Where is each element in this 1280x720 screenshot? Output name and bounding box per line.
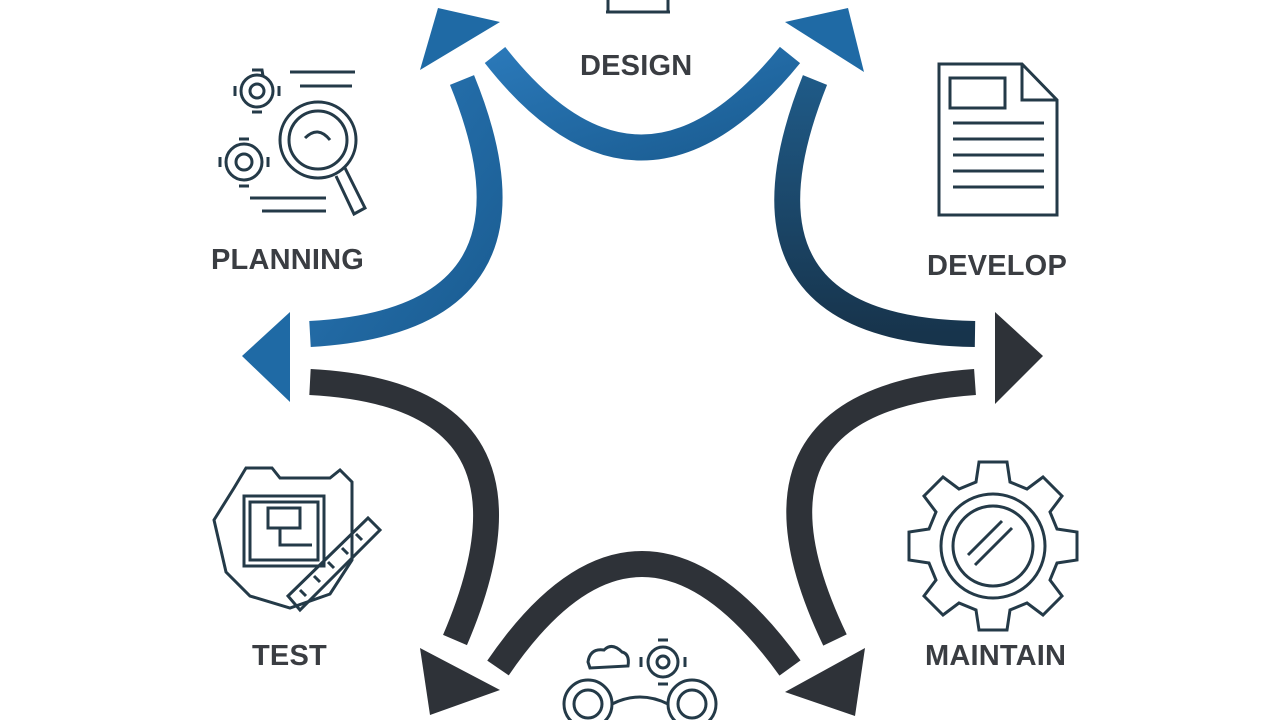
- arc-maintain: [786, 369, 976, 646]
- arc-test: [309, 369, 499, 646]
- arc-deploy: [487, 551, 801, 676]
- arc-develop: [774, 75, 976, 347]
- arrowhead-left: [242, 312, 290, 402]
- planning-magnifier-icon: [218, 68, 367, 217]
- label-test: TEST: [252, 640, 327, 672]
- arrowhead-top-right: [785, 8, 864, 72]
- arc-planning: [309, 75, 503, 347]
- arrowhead-bottom-left: [420, 648, 500, 715]
- deploy-gears-icon: [562, 638, 718, 720]
- label-develop: DEVELOP: [927, 250, 1067, 282]
- test-badge-icon: [212, 466, 383, 613]
- arrowhead-right: [995, 312, 1043, 404]
- arrowhead-top-left: [420, 8, 500, 70]
- arc-design: [484, 46, 801, 161]
- label-planning: PLANNING: [211, 244, 365, 276]
- arrowhead-bottom-right: [785, 648, 865, 716]
- design-icon: [606, 0, 670, 14]
- gear-icon: [907, 460, 1079, 632]
- label-maintain: MAINTAIN: [925, 640, 1067, 672]
- label-design: DESIGN: [580, 50, 693, 82]
- document-icon: [937, 62, 1059, 217]
